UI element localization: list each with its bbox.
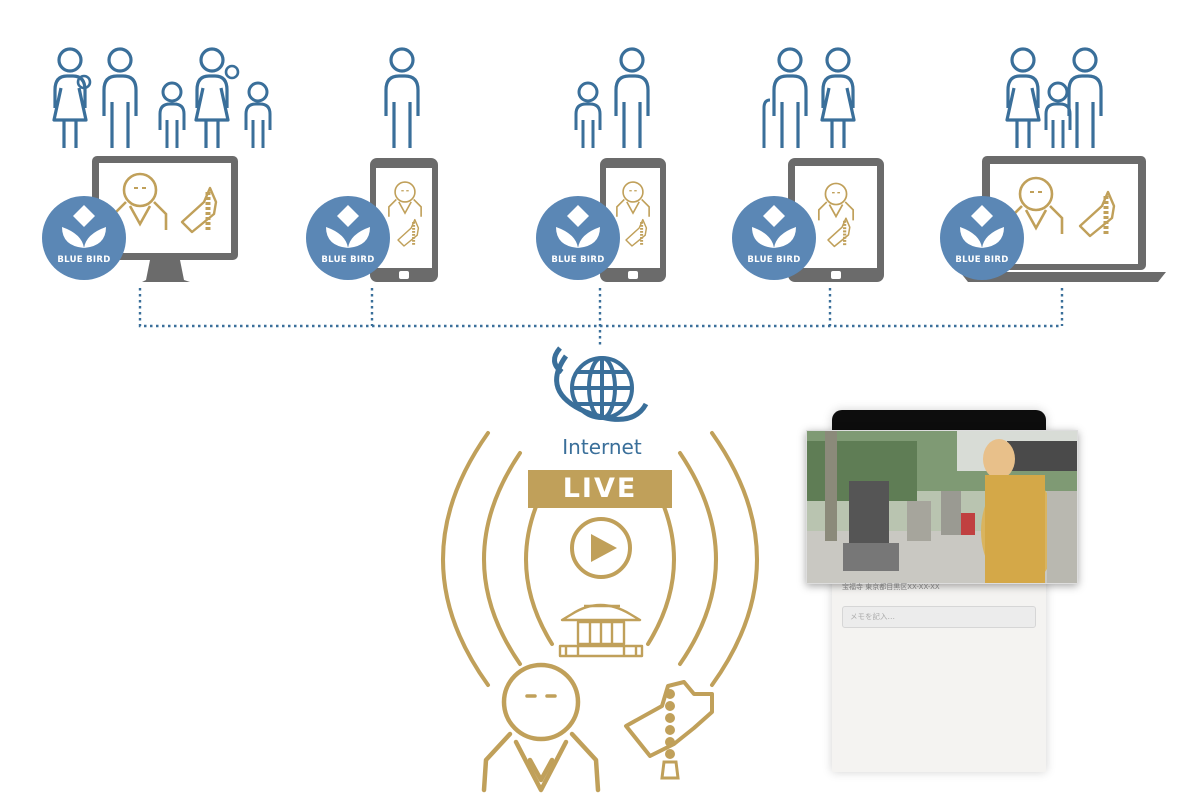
live-stream-video[interactable] bbox=[806, 430, 1078, 584]
blue-bird-badge: BLUE BIRD bbox=[536, 196, 620, 280]
temple-icon bbox=[558, 603, 644, 658]
viewer-group-couple-child bbox=[1005, 47, 1103, 150]
network-connection-lines bbox=[138, 288, 1064, 346]
svg-text:BLUE BIRD: BLUE BIRD bbox=[57, 255, 110, 265]
cemetery-scene-image bbox=[807, 431, 1077, 583]
svg-text:BLUE BIRD: BLUE BIRD bbox=[955, 255, 1008, 265]
svg-text:BLUE BIRD: BLUE BIRD bbox=[747, 255, 800, 265]
prayer-hand-icon bbox=[624, 680, 714, 780]
internet-label: Internet bbox=[562, 435, 642, 459]
memo-input[interactable]: メモを記入… bbox=[842, 606, 1036, 628]
blue-bird-badge: BLUE BIRD bbox=[42, 196, 126, 280]
play-icon bbox=[570, 517, 632, 579]
live-badge: LIVE bbox=[528, 470, 672, 508]
temple-address-caption: 宝福寺 東京都目黒区XX-XX-XX bbox=[842, 583, 940, 591]
svg-text:BLUE BIRD: BLUE BIRD bbox=[551, 255, 604, 265]
phone-status-bar bbox=[832, 410, 1046, 430]
blue-bird-badge: BLUE BIRD bbox=[306, 196, 390, 280]
viewer-group-family bbox=[52, 47, 272, 150]
monk-icon bbox=[481, 662, 601, 793]
blue-bird-badge: BLUE BIRD bbox=[732, 196, 816, 280]
globe-icon bbox=[552, 346, 649, 422]
viewer-group-elderly-couple bbox=[762, 47, 856, 150]
svg-text:BLUE BIRD: BLUE BIRD bbox=[321, 255, 374, 265]
blue-bird-badge: BLUE BIRD bbox=[940, 196, 1024, 280]
viewer-group-single bbox=[384, 47, 420, 150]
viewer-group-parent-child bbox=[574, 47, 650, 150]
